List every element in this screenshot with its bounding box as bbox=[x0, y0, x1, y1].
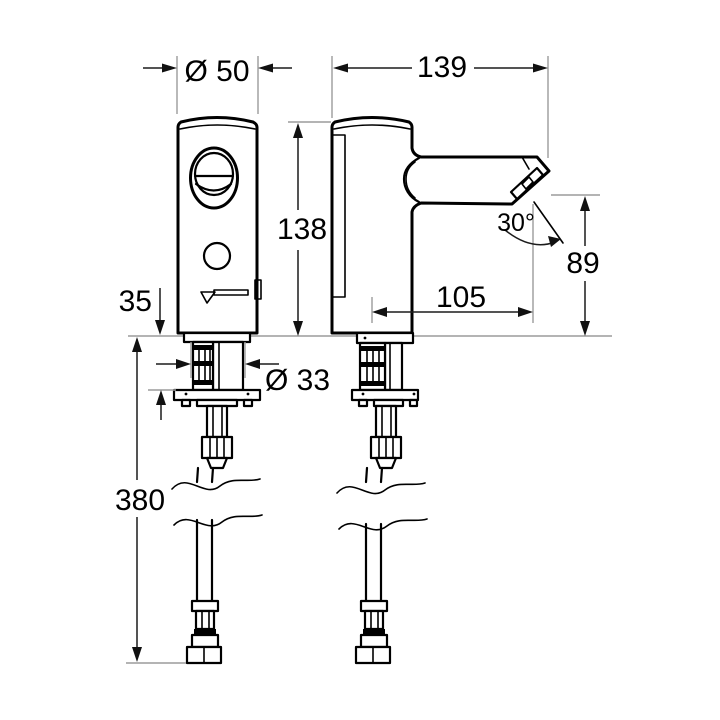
front-tailpipe-and-hose bbox=[171, 404, 263, 665]
front-mounting-washer bbox=[172, 388, 262, 408]
dim-body-height-label: 138 bbox=[277, 213, 327, 246]
front-marker-triangle bbox=[200, 291, 216, 304]
front-shank-pipe bbox=[211, 340, 245, 392]
dim-shank-diameter: Ø 33 bbox=[156, 359, 330, 397]
dim-hose-length: 380 bbox=[115, 337, 165, 662]
side-body-and-spout bbox=[330, 116, 551, 335]
dim-shank-diameter-label: Ø 33 bbox=[265, 364, 330, 397]
side-view bbox=[330, 116, 551, 665]
side-shank-pipe bbox=[383, 341, 404, 392]
aerator-inner bbox=[521, 176, 534, 190]
front-base-plate bbox=[182, 331, 252, 344]
side-break-wave-upper bbox=[336, 482, 426, 495]
dim-spout-reach-total: 139 bbox=[333, 51, 548, 84]
side-break-wave-lower bbox=[338, 518, 428, 531]
dim-spout-reach-label: 139 bbox=[417, 51, 467, 84]
dim-top-diameter: Ø 50 bbox=[143, 55, 292, 88]
front-spout-circle-inner bbox=[193, 151, 235, 197]
dim-outlet-reach: 105 bbox=[372, 281, 533, 317]
front-cap-seam bbox=[179, 124, 256, 130]
dim-hose-length-label: 380 bbox=[115, 484, 165, 517]
side-mounting-washer bbox=[350, 388, 420, 408]
side-cap-seam bbox=[333, 124, 411, 130]
side-panel-line bbox=[331, 134, 346, 298]
front-spout-arc bbox=[194, 182, 233, 192]
dim-body-height: 138 bbox=[277, 123, 327, 336]
front-view bbox=[171, 116, 263, 665]
front-break-wave-upper bbox=[171, 478, 261, 491]
spout-root-arc-outer bbox=[402, 156, 421, 204]
front-marker-bar bbox=[213, 289, 249, 296]
dim-top-diameter-label: Ø 50 bbox=[184, 55, 249, 88]
dim-deck-thickness: 35 bbox=[119, 285, 166, 420]
dimension-annotations: Ø 50 139 138 89 105 bbox=[115, 51, 600, 664]
aerator-band bbox=[509, 166, 545, 201]
dim-outlet-height: 89 bbox=[566, 196, 600, 336]
dim-outlet-height-label: 89 bbox=[566, 247, 599, 280]
front-break-wave-lower bbox=[173, 514, 263, 527]
front-sensor-circle bbox=[202, 241, 232, 271]
dim-deck-thickness-label: 35 bbox=[119, 285, 152, 318]
aerator-edge-line bbox=[521, 156, 530, 170]
side-tailpipe-and-hose bbox=[336, 404, 428, 665]
front-side-clip bbox=[254, 279, 262, 300]
front-spout-circle-outer bbox=[189, 146, 239, 210]
dim-spout-angle-label: 30° bbox=[497, 209, 535, 237]
dim-spout-angle: 30° bbox=[497, 201, 564, 247]
spout-root-arc-inner bbox=[405, 161, 416, 199]
dim-outlet-reach-label: 105 bbox=[436, 281, 486, 314]
